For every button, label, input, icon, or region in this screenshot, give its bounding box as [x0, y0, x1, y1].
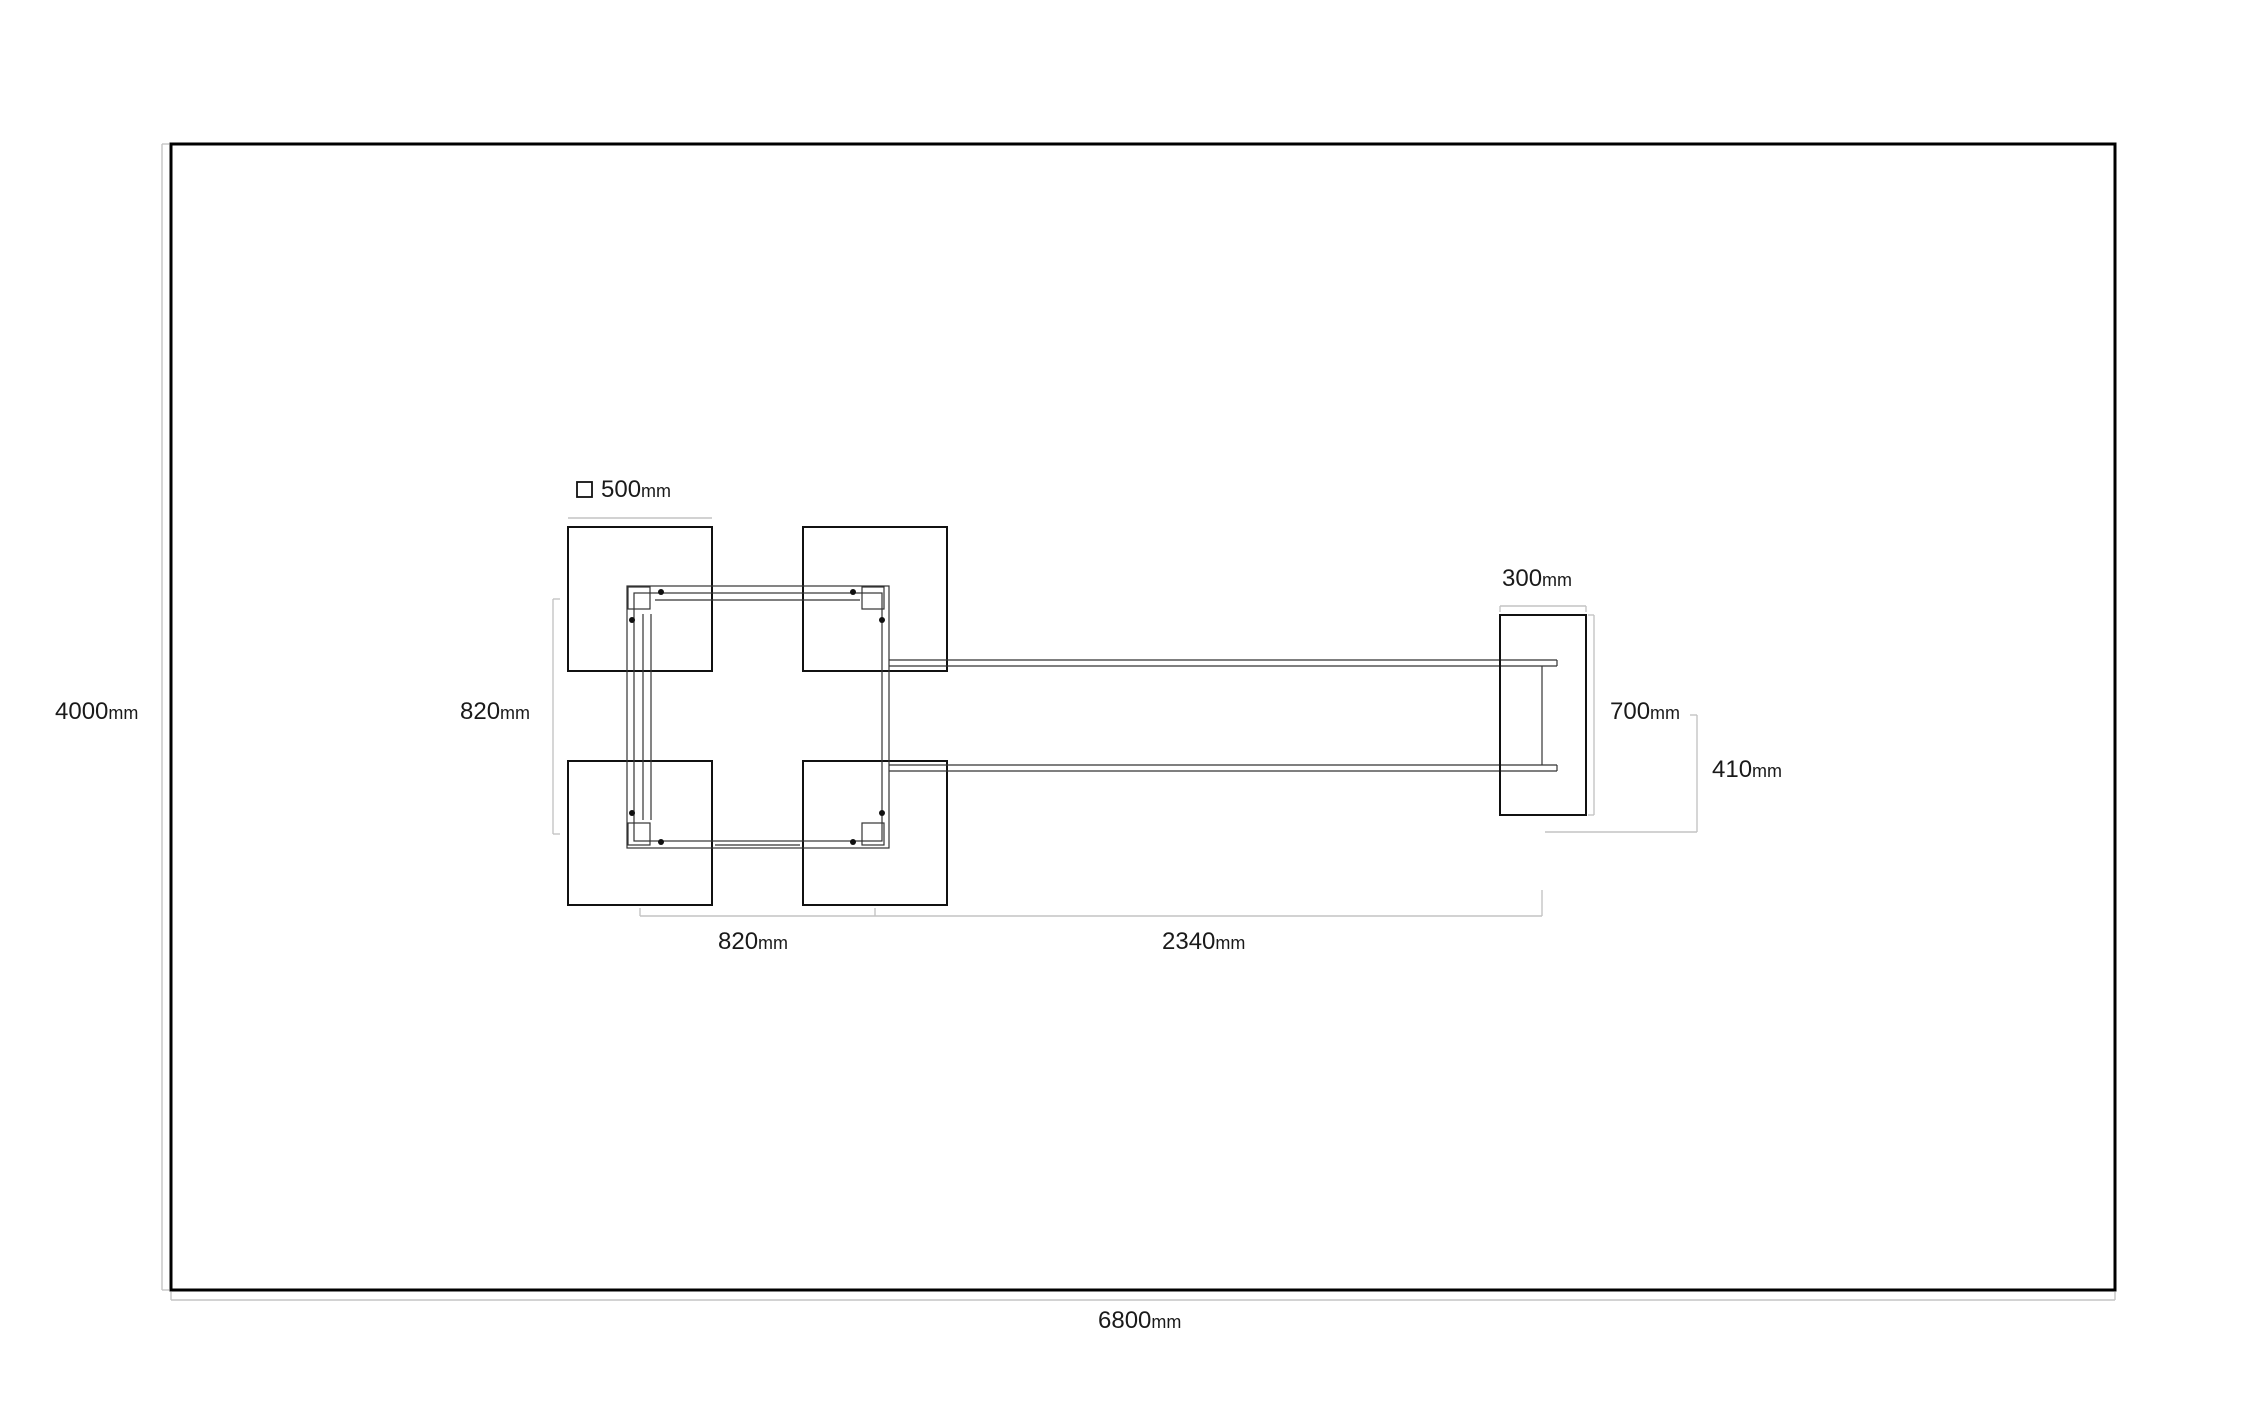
room-depth-dimension-line — [161, 143, 169, 1291]
beam-length-label: 2340mm — [1162, 928, 1245, 955]
block-top-right — [802, 526, 948, 672]
end-block-width-dimension-line — [1499, 605, 1587, 612]
frame-width-dimension-line — [639, 890, 1543, 917]
room-outline — [169, 142, 2117, 1292]
rail-spacing-dimension-line — [1545, 714, 1698, 833]
rail-top — [889, 659, 1558, 667]
end-block-length-label: 700mm — [1610, 698, 1680, 725]
frame-depth-label: 820mm — [460, 698, 530, 725]
end-block — [1499, 614, 1587, 816]
end-block-width-label: 300mm — [1502, 565, 1572, 592]
end-block-length-dimension-line — [1588, 614, 1595, 816]
room-width-label: 6800mm — [1098, 1307, 1181, 1334]
frame — [626, 585, 890, 849]
block-size-label: 500mm — [576, 476, 671, 503]
frame-depth-dimension-line — [552, 598, 560, 835]
svg-text:500mm: 500mm — [601, 476, 671, 503]
block-bottom-right — [802, 760, 948, 906]
square-symbol-icon — [576, 481, 593, 498]
room-width-dimension-line — [170, 1292, 2116, 1301]
rail-spacing-label: 410mm — [1712, 756, 1782, 783]
block-top-left — [567, 526, 713, 672]
block-bottom-left — [567, 760, 713, 906]
room-depth-label: 4000mm — [55, 698, 138, 725]
rail-bottom — [889, 764, 1558, 772]
frame-width-label: 820mm — [718, 928, 788, 955]
